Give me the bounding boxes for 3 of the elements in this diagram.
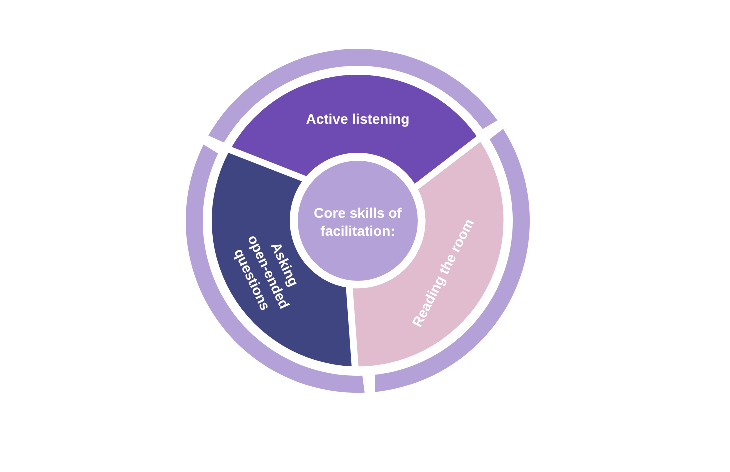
wheel-segment: [232, 75, 477, 184]
center-label: Core skills of facilitation:: [313, 204, 403, 240]
segment-label: Active listening: [306, 110, 410, 128]
